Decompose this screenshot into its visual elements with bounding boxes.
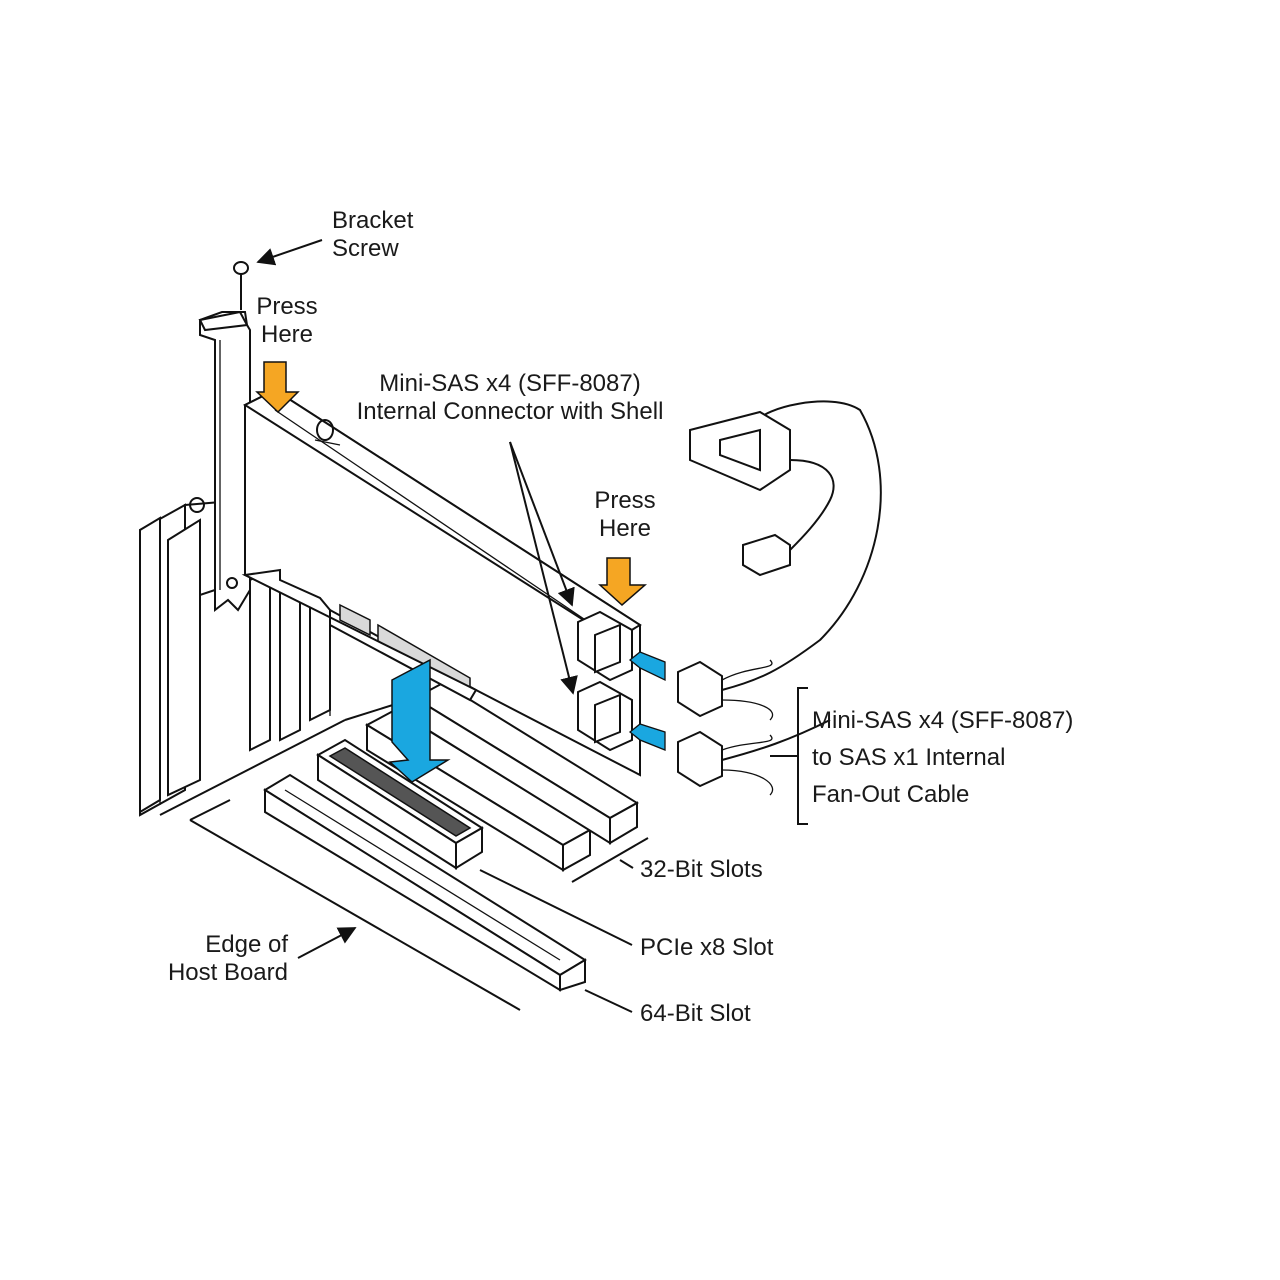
insert-arrow <box>388 658 451 783</box>
slots-32bit-label: 32-Bit Slots <box>640 856 763 883</box>
mounting-bracket <box>198 310 251 613</box>
press-here-left-label: Press Here <box>256 293 318 348</box>
mini-sas-connector-bottom <box>577 680 633 752</box>
mini-sas-connector-top <box>577 610 633 682</box>
bracket-screw <box>233 261 249 310</box>
plug-arrow-bottom <box>628 723 666 751</box>
press-here-right-label: Press Here <box>594 487 656 542</box>
press-arrow-right <box>598 557 648 607</box>
leader-lines <box>256 239 808 1013</box>
fan-out-cable-label: Mini-SAS x4 (SFF-8087) to SAS x1 Interna… <box>812 707 1074 808</box>
bracket-screw-label: Bracket Screw <box>332 207 414 262</box>
plug-arrow-top <box>628 651 666 682</box>
host-board-edge-label: Edge of Host Board <box>167 931 288 986</box>
slot-64bit-label: 64-Bit Slot <box>640 1000 751 1027</box>
pcie-x8-slot-label: PCIe x8 Slot <box>640 934 774 961</box>
chassis-back-panel <box>139 497 346 817</box>
internal-connector-label: Mini-SAS x4 (SFF-8087) Internal Connecto… <box>356 370 664 425</box>
fan-out-cable <box>677 400 882 796</box>
press-arrow-left <box>255 361 300 414</box>
